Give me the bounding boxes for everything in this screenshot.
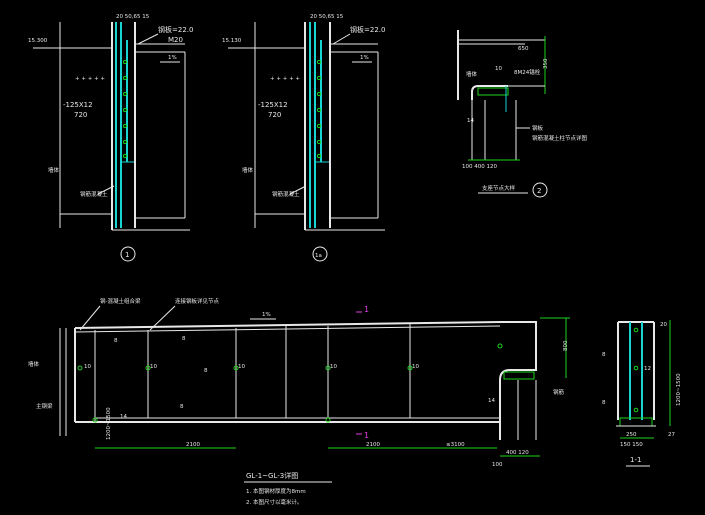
detail-1a-number: 1a	[315, 253, 322, 259]
section-weld-8b: 8	[602, 400, 606, 406]
elevation-weld-8c: 8	[180, 404, 184, 410]
detail-2-note2: 钢筋混凝土柱节点详图	[532, 134, 588, 142]
elevation-weld-14: 14	[120, 414, 127, 420]
detail-1a-dim-left: -125X12	[258, 101, 288, 109]
detail-1a: 15.130 1% 20 50,65 15 钢板=22.0 -125X12 72…	[222, 14, 385, 262]
elevation-label-top-mid: 连接钢板详见节点	[175, 297, 220, 305]
elevation-weld-10e: 10	[150, 364, 157, 370]
elevation-section-mark-bottom: 1	[364, 431, 369, 440]
elevation-note2: 2. 本图尺寸以毫米计。	[246, 498, 303, 506]
detail-1-slope: 1%	[168, 55, 177, 61]
detail-1-plus-marks: + + + + +	[75, 76, 105, 82]
elevation-dim-right: 800	[563, 340, 569, 351]
section-title: 1-1	[630, 456, 641, 464]
detail-2-number: 2	[537, 187, 541, 195]
elevation-dim-100: 100	[492, 462, 503, 468]
detail-1a-top-dims: 20 50,65 15	[310, 14, 344, 20]
section-dim-27: 27	[668, 432, 675, 438]
elevation-side-label: 墙体	[28, 360, 40, 368]
section-1-1: 8 8 12 1200~1500 20 27 250 150 150 1-1	[602, 320, 682, 467]
elevation-weld-8b: 8	[204, 368, 208, 374]
section-dim-250: 250	[626, 432, 637, 438]
elevation-weld-10d: 10	[238, 364, 245, 370]
elevation-span-right: ≤3100	[446, 442, 465, 448]
elevation-wall-label: 主钢梁	[36, 402, 53, 410]
detail-1-elevation: 15.300	[28, 38, 48, 44]
detail-2-anchor: 8M24锚栓	[514, 68, 541, 76]
detail-1-dim-left-sub: 720	[74, 111, 87, 119]
elevation-note1: 1. 本图钢材厚度为8mm	[246, 487, 306, 495]
elevation-span-left: 2100	[186, 442, 200, 448]
detail-2-dim-10: 10	[495, 66, 502, 72]
elevation-weld-14b: 14	[488, 398, 495, 404]
detail-2-left-label: 墙体	[466, 70, 478, 78]
section-height-dim: 1200~1500	[676, 373, 682, 406]
detail-2-dim-14: 14	[467, 118, 474, 124]
detail-2-dims-bottom: 100 400 120	[462, 164, 497, 170]
elevation-right-label: 钢筋	[553, 388, 565, 396]
section-dims-bottom: 150 150	[620, 442, 643, 448]
elevation-weld-10: 10	[84, 364, 91, 370]
elevation-title: GL-1~GL-3详图	[246, 471, 298, 480]
detail-1-grout: M20	[168, 36, 183, 44]
elevation-label-top-left: 钢-混凝土组合梁	[100, 297, 141, 305]
elevation-dim-right-bottom: 400 120	[506, 450, 529, 456]
detail-1-number: 1	[125, 251, 129, 259]
detail-1-plate: 钢板=22.0	[158, 25, 193, 34]
section-weld-8: 8	[602, 352, 606, 358]
detail-1-dim-left: -125X12	[63, 101, 93, 109]
section-weld-12: 12	[644, 366, 651, 372]
detail-1a-plate: 钢板=22.0	[350, 25, 385, 34]
elevation-span-mid: 2100	[366, 442, 380, 448]
detail-1a-side-label: 墙体	[242, 166, 254, 174]
detail-1-side-label: 墙体	[48, 166, 60, 174]
detail-1a-dim-left-sub: 720	[268, 111, 281, 119]
elevation-weld-8d: 8	[182, 336, 186, 342]
elevation-section-mark-top: 1	[364, 305, 369, 314]
detail-1: 15.300 1% 20 50,65 15 钢板=22.0 M20 -125X1…	[28, 14, 193, 262]
detail-2-dim-right: 350	[543, 58, 549, 69]
detail-1a-slope: 1%	[360, 55, 369, 61]
detail-2-note1: 钢板	[532, 124, 544, 132]
elevation-view: 800 钢筋 10 10 10 10 10 14 14 8 8 8 8 钢-混凝…	[28, 297, 570, 506]
detail-2: 650 350 8M24锚栓 墙体 14 10 钢板 钢筋混凝土柱节点详图 10…	[457, 30, 588, 198]
detail-1-top-dims: 20 50,65 15	[116, 14, 150, 20]
detail-1a-plus-marks: + + + + +	[270, 76, 300, 82]
detail-2-title: 支座节点大样	[482, 184, 516, 192]
elevation-slope: 1%	[262, 312, 271, 318]
detail-1a-elevation: 15.130	[222, 38, 242, 44]
elevation-weld-10c: 10	[412, 364, 419, 370]
detail-2-dim-top: 650	[518, 46, 529, 52]
elevation-weld-8: 8	[114, 338, 118, 344]
elevation-weld-10b: 10	[330, 364, 337, 370]
detail-1a-bottom-note: 钢筋混凝土	[272, 190, 300, 198]
section-dim-20: 20	[660, 322, 667, 328]
detail-1-bottom-note: 钢筋混凝土	[80, 190, 108, 198]
elevation-height-dim: 1200~1500	[106, 407, 112, 440]
